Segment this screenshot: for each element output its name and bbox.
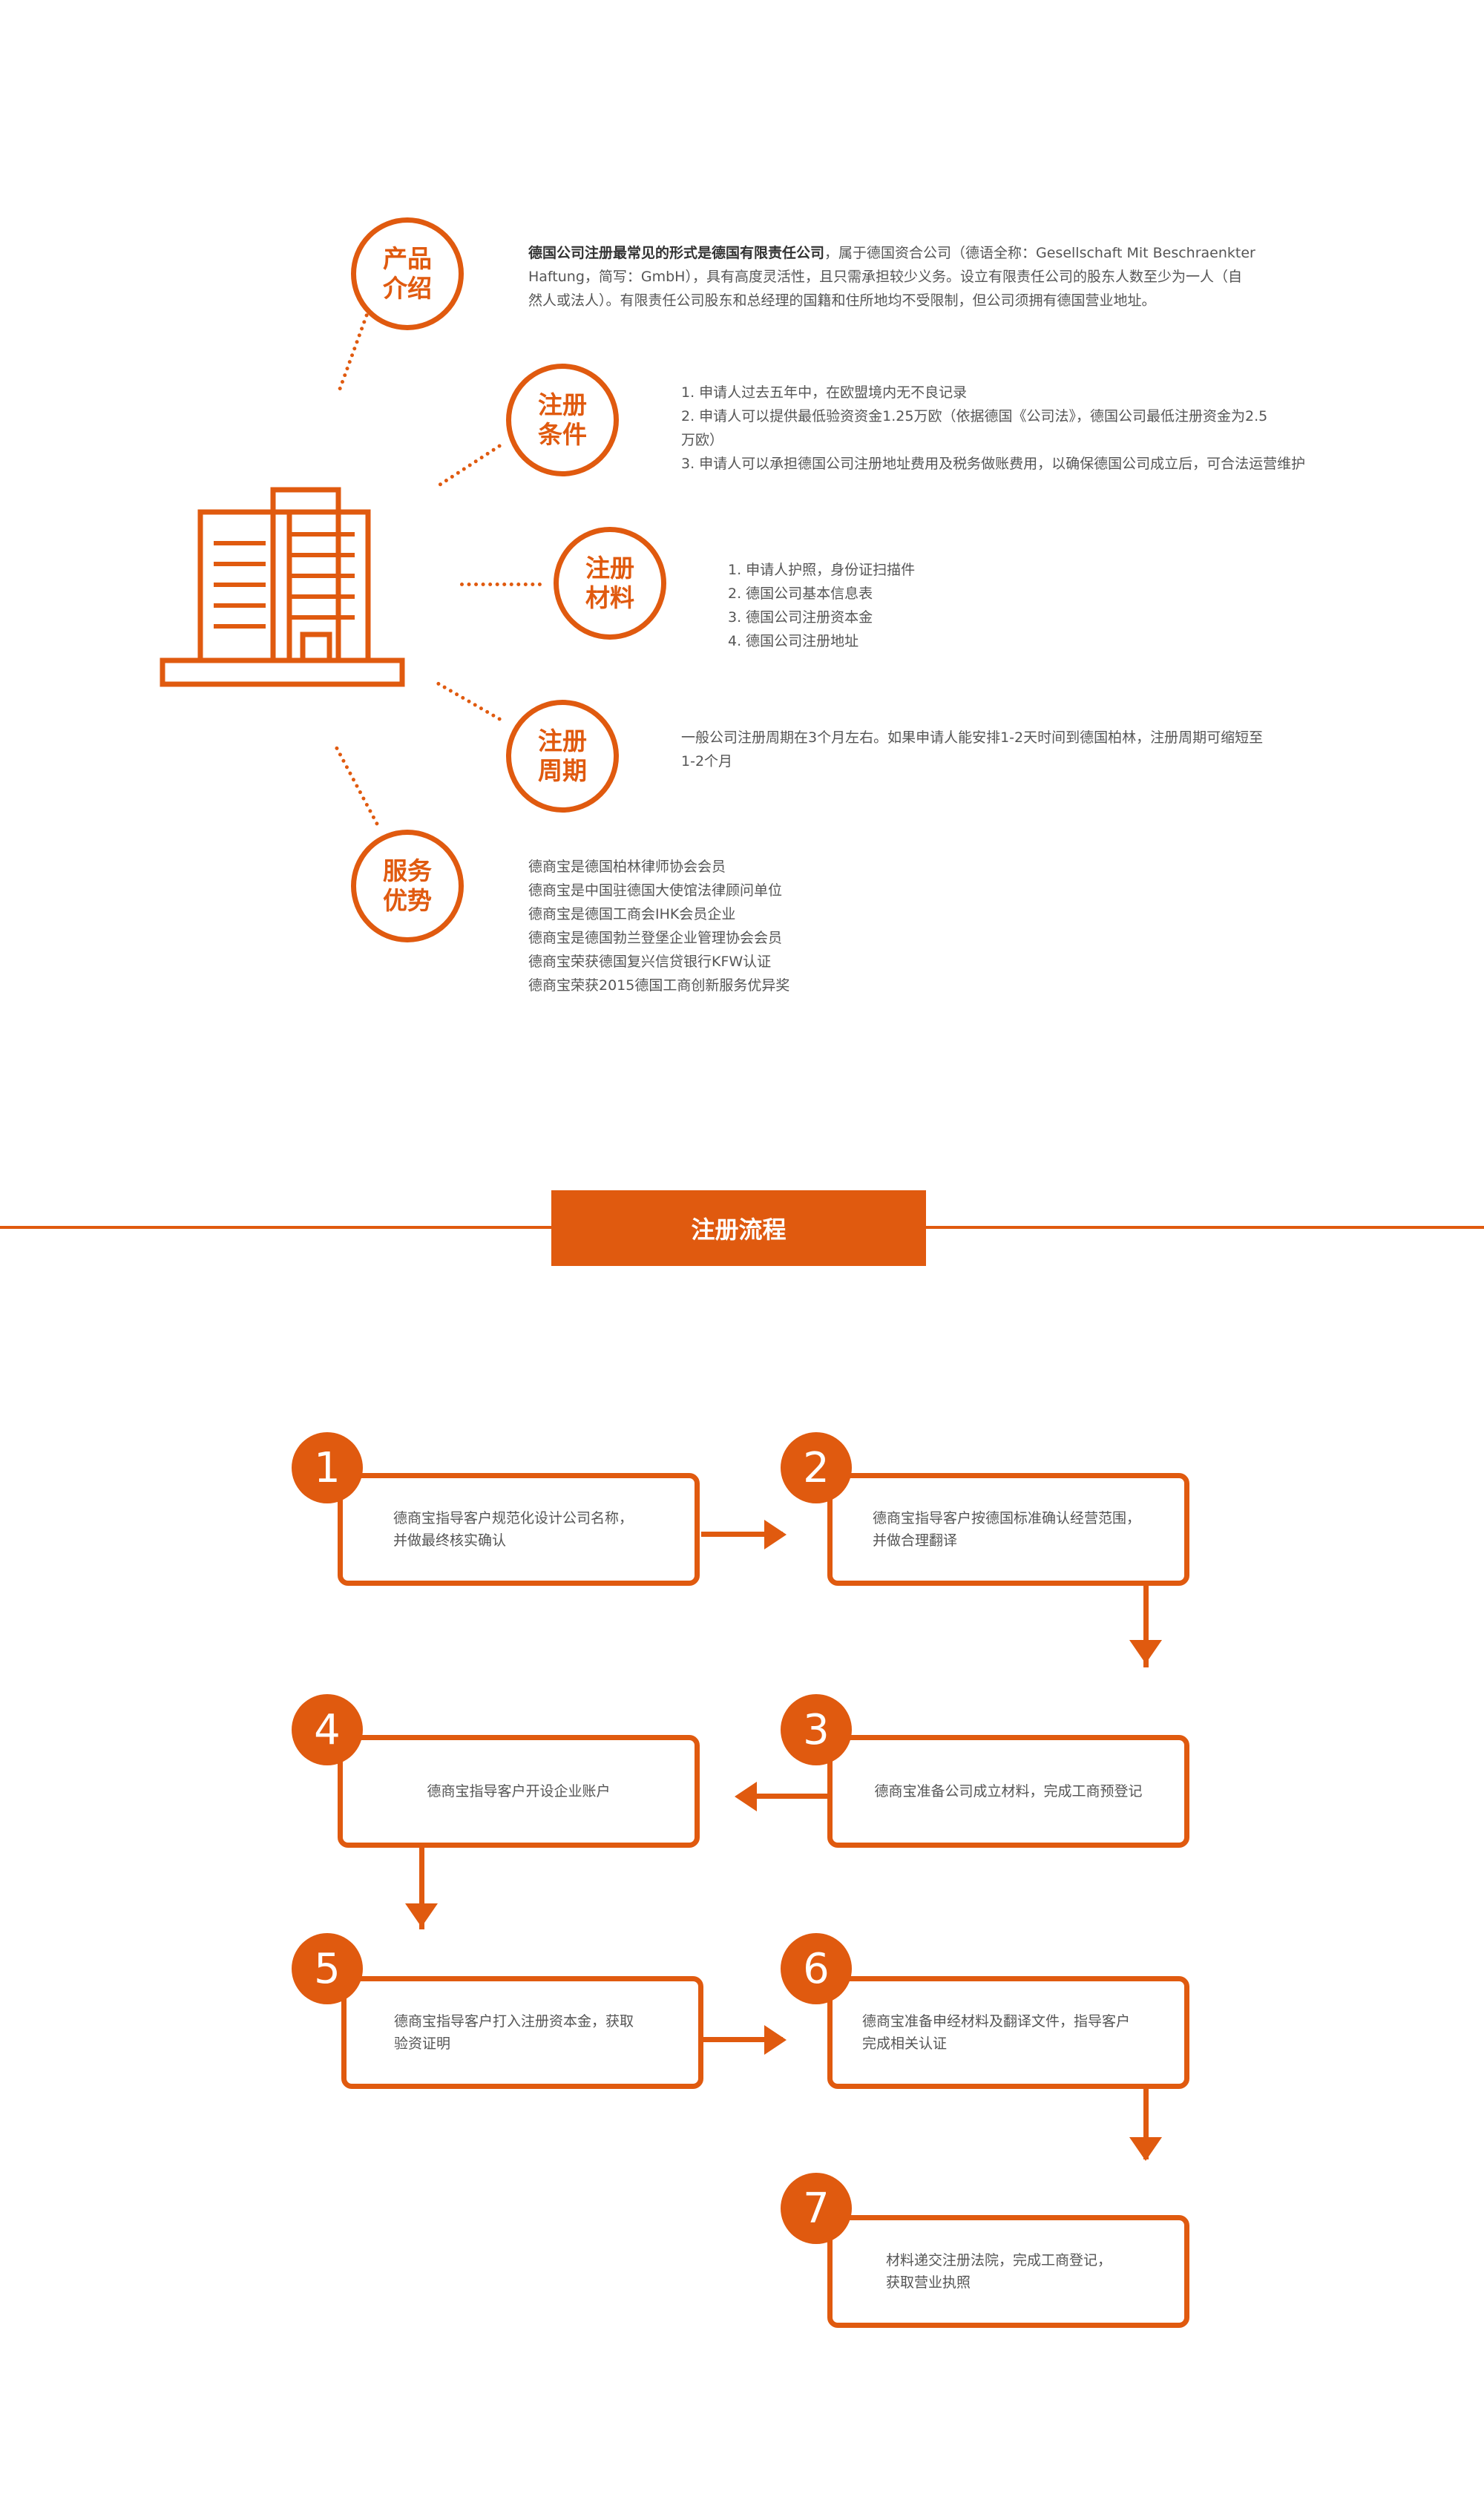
- process-step-4: 德商宝指导客户开设企业账户: [338, 1735, 700, 1848]
- step-number-7: 7: [781, 2173, 852, 2244]
- connector-dots: [436, 681, 502, 722]
- arrow-right-icon: [764, 2025, 787, 2055]
- process-step-1: 德商宝指导客户规范化设计公司名称，并做最终核实确认: [338, 1473, 700, 1586]
- intro-text-product: 德国公司注册最常见的形式是德国有限责任公司，属于德国资合公司（德语全称：Gese…: [528, 245, 1255, 309]
- step-number-1: 1: [292, 1432, 363, 1503]
- flow-line: [1143, 1586, 1149, 1667]
- intro-label-materials: 注册材料: [554, 527, 666, 640]
- step-number-4: 4: [292, 1694, 363, 1765]
- connector-dots: [338, 312, 370, 391]
- intro-label-product: 产品介绍: [351, 217, 464, 330]
- office-building-icon: [160, 487, 405, 687]
- intro-label-cycle: 注册周期: [506, 700, 619, 813]
- process-step-6: 德商宝准备申经材料及翻译文件，指导客户完成相关认证: [827, 1976, 1189, 2089]
- flow-line: [419, 1848, 424, 1929]
- connector-dots: [334, 746, 380, 827]
- intro-label-advantages: 服务优势: [351, 830, 464, 942]
- intro-text-conditions: 1. 申请人过去五年中，在欧盟境内无不良记录 2. 申请人可以提供最低验资资金1…: [681, 384, 1306, 472]
- arrow-left-icon: [735, 1782, 757, 1811]
- step-number-3: 3: [781, 1694, 852, 1765]
- intro-text-advantages: 德商宝是德国柏林律师协会会员 德商宝是中国驻德国大使馆法律顾问单位 德商宝是德国…: [528, 859, 790, 994]
- connector-dots: [460, 583, 542, 586]
- process-step-3: 德商宝准备公司成立材料，完成工商预登记: [827, 1735, 1189, 1848]
- process-step-7: 材料递交注册法院，完成工商登记，获取营业执照: [827, 2215, 1189, 2328]
- intro-label-conditions: 注册条件: [506, 364, 619, 476]
- arrow-down-icon: [1129, 2137, 1162, 2161]
- flow-line: [701, 1532, 783, 1537]
- process-title: 注册流程: [551, 1190, 926, 1266]
- arrow-down-icon: [405, 1903, 438, 1927]
- step-number-2: 2: [781, 1432, 852, 1503]
- connector-dots: [438, 443, 502, 488]
- process-step-2: 德商宝指导客户按德国标准确认经营范围，并做合理翻译: [827, 1473, 1189, 1586]
- intro-text-cycle: 一般公司注册周期在3个月左右。如果申请人能安排1-2天时间到德国柏林，注册周期可…: [681, 729, 1264, 770]
- flow-line: [1143, 2089, 1149, 2159]
- step-number-5: 5: [292, 1933, 363, 2004]
- step-number-6: 6: [781, 1933, 852, 2004]
- flow-line: [742, 1794, 827, 1799]
- flow-line: [701, 2037, 783, 2042]
- process-step-5: 德商宝指导客户打入注册资本金，获取验资证明: [341, 1976, 703, 2089]
- intro-text-materials: 1. 申请人护照，身份证扫描件 2. 德国公司基本信息表 3. 德国公司注册资本…: [728, 562, 916, 649]
- arrow-right-icon: [764, 1520, 787, 1549]
- arrow-down-icon: [1129, 1640, 1162, 1664]
